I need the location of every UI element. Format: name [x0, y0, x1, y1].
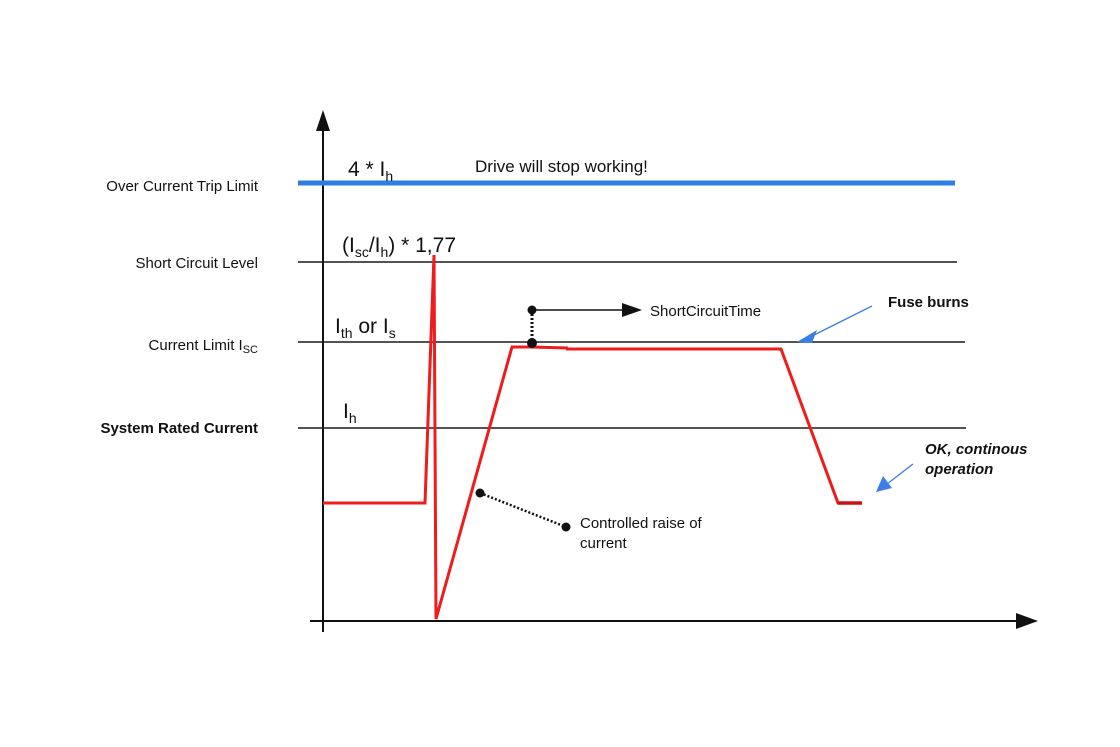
fuse-burns-arrow-icon [797, 330, 817, 343]
controlled-label-line2: current [580, 535, 628, 552]
current-limit-label-main: Current Limit I [149, 337, 243, 354]
ok-label-line1: OK, continous [925, 441, 1028, 458]
sc-formula-p3: h [381, 244, 389, 260]
trip-formula: 4 * Ih [348, 158, 393, 184]
sc-formula-p1: sc [355, 244, 369, 260]
current-limit-label-sub: SC [243, 344, 258, 356]
rated-formula-sub: h [349, 410, 357, 426]
sct-bottom-dot-icon [527, 338, 537, 348]
controlled-end-dot-icon [561, 522, 571, 532]
trip-formula-main: 4 * I [348, 158, 385, 181]
current-trace-plateau [566, 347, 862, 505]
current-limit-label: Current Limit ISC [149, 337, 259, 356]
short-circuit-label: Short Circuit Level [135, 255, 258, 272]
controlled-dotted-connector [479, 491, 567, 529]
ok-label-line2: operation [925, 461, 993, 478]
sct-arrow-head-icon [622, 303, 642, 317]
over-current-trip-label: Over Current Trip Limit [106, 178, 259, 195]
trip-formula-sub: h [385, 168, 393, 184]
sc-formula-p2: /I [369, 234, 381, 257]
cl-formula-p1: th [341, 325, 353, 341]
short-circuit-time-label: ShortCircuitTime [650, 303, 761, 320]
sc-formula-p0: (I [342, 234, 355, 257]
cl-formula-p3: s [389, 325, 396, 341]
cl-formula-p2: or I [353, 315, 389, 338]
x-axis-arrow-icon [1016, 613, 1038, 629]
rated-formula-main: I [343, 400, 349, 423]
ok-pointer-line [886, 463, 914, 485]
system-rated-label: System Rated Current [100, 420, 258, 437]
current-trace [323, 254, 532, 620]
trip-note: Drive will stop working! [475, 157, 648, 176]
cl-formula-p0: I [335, 315, 341, 338]
y-axis-arrow-icon [316, 110, 330, 131]
short-circuit-formula: (Isc/Ih) * 1,77 [342, 234, 456, 260]
ok-arrow-icon [876, 476, 892, 492]
current-trace-plateau-join [529, 345, 569, 350]
sc-formula-p4: ) * 1,77 [388, 234, 456, 257]
controlled-start-dot-icon [475, 488, 485, 498]
fuse-burns-pointer-line [811, 305, 873, 337]
fuse-burns-label: Fuse burns [888, 294, 969, 311]
rated-formula: Ih [343, 400, 357, 426]
current-limit-formula: Ith or Is [335, 315, 396, 341]
controlled-label-line1: Controlled raise of [580, 515, 703, 532]
